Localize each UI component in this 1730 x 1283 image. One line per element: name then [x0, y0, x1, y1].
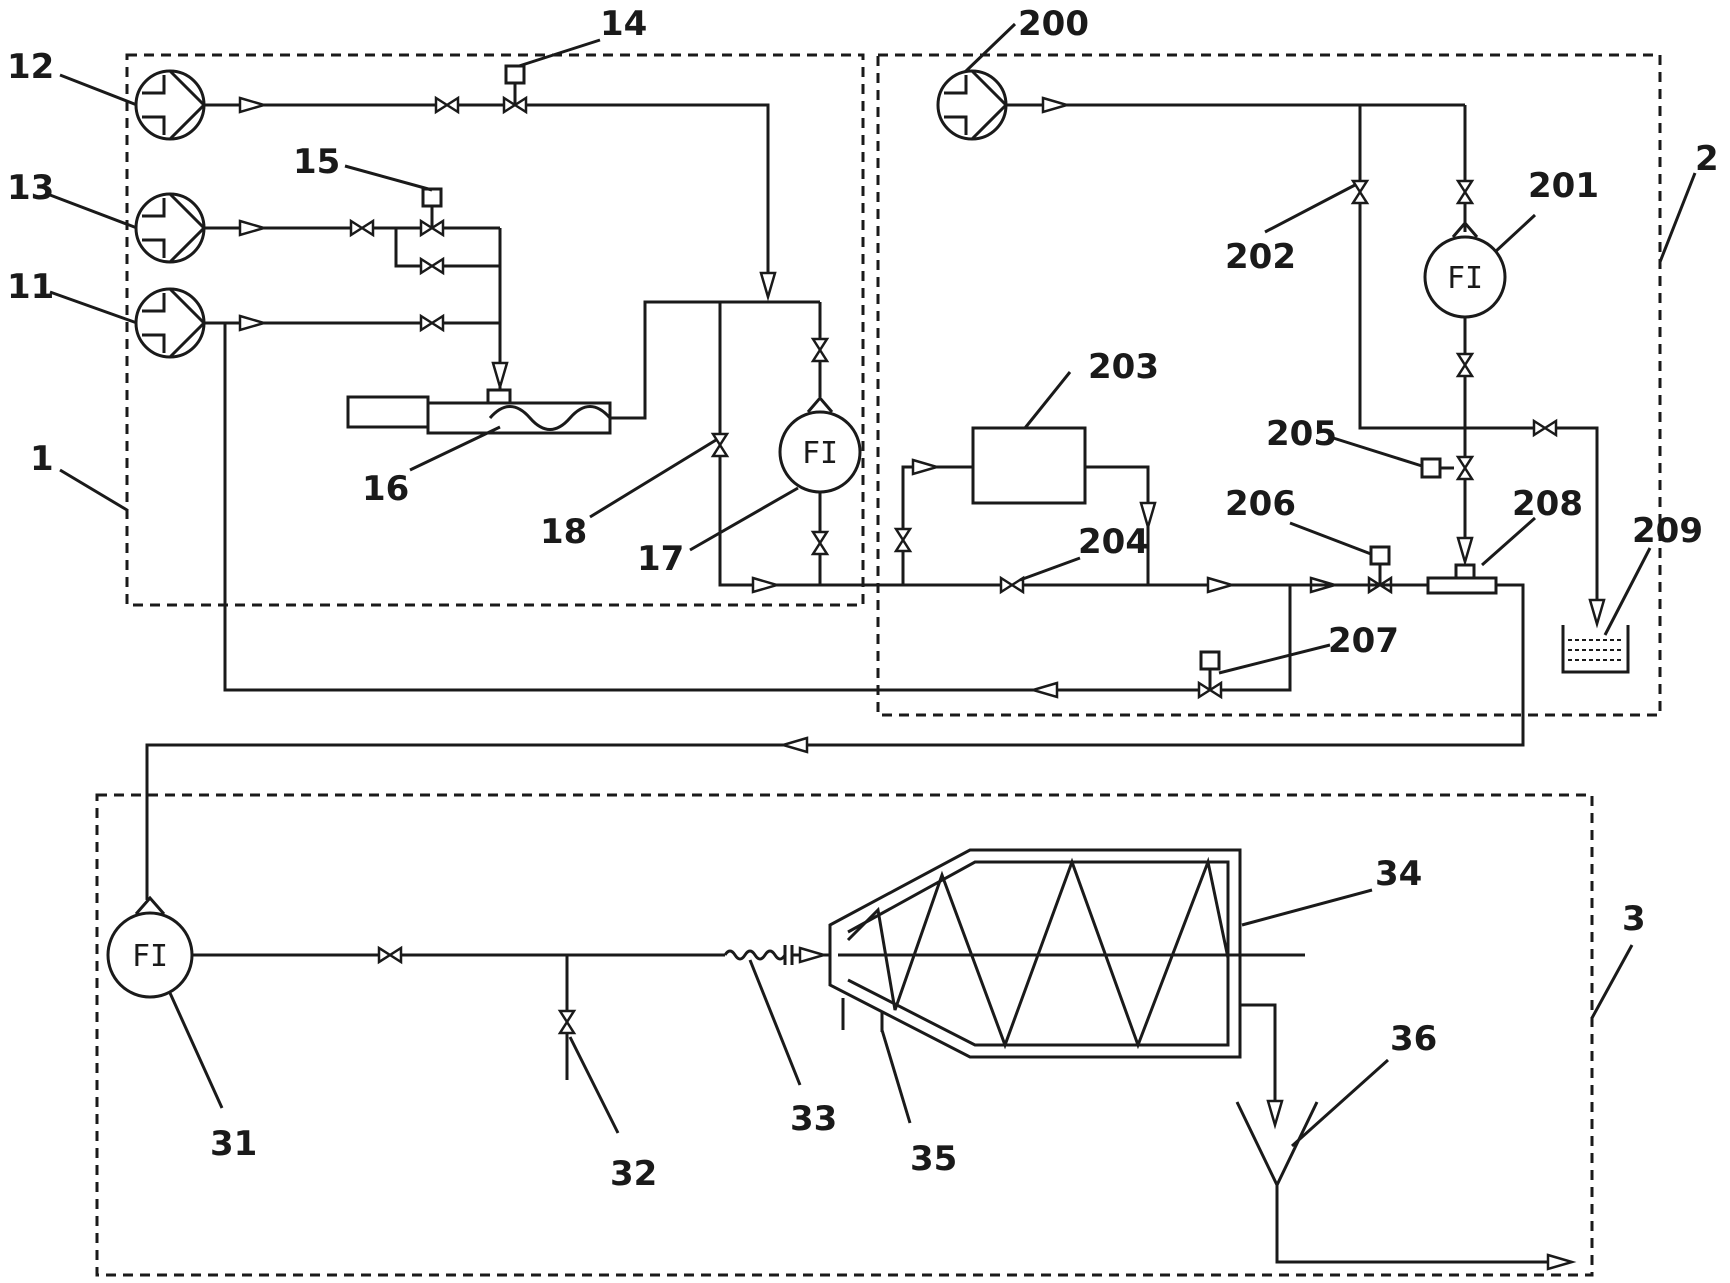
- label-17: 17: [637, 539, 684, 579]
- pump-200: [936, 69, 1008, 141]
- collection-tank-209: [1561, 625, 1630, 674]
- label-15: 15: [293, 142, 340, 182]
- control-valve-15: [419, 187, 445, 237]
- pump-12: [134, 69, 206, 141]
- label-11: 11: [7, 267, 54, 307]
- label-201: 201: [1528, 166, 1599, 206]
- unit-3-boundary: [95, 793, 1594, 1277]
- flexible-hose-33: [723, 945, 794, 965]
- flow-indicator-31: FI: [106, 895, 194, 999]
- screw-centrifuge-34: [828, 848, 1305, 1059]
- label-34: 34: [1375, 854, 1422, 894]
- svg-text:FI: FI: [802, 436, 838, 471]
- label-31: 31: [210, 1124, 257, 1164]
- label-1: 1: [30, 439, 54, 479]
- svg-text:FI: FI: [132, 939, 168, 974]
- label-14: 14: [600, 4, 647, 44]
- unit-203: [971, 426, 1087, 505]
- mixing-tee-208: [1426, 563, 1498, 595]
- label-207: 207: [1328, 621, 1399, 661]
- label-12: 12: [7, 47, 54, 87]
- label-205: 205: [1266, 414, 1337, 454]
- label-33: 33: [790, 1099, 837, 1139]
- label-2: 2: [1695, 139, 1719, 179]
- unit-2-boundary: [876, 53, 1662, 717]
- flow-indicator-17: FI: [778, 395, 862, 494]
- unit-1-boundary: [125, 53, 865, 607]
- label-209: 209: [1632, 511, 1703, 551]
- screw-mixer-16: [346, 382, 612, 435]
- label-16: 16: [362, 469, 409, 509]
- svg-text:FI: FI: [1447, 261, 1483, 296]
- control-valve-207: [1197, 650, 1223, 699]
- label-32: 32: [610, 1154, 657, 1194]
- label-200: 200: [1018, 4, 1089, 44]
- control-valve-14: [502, 64, 528, 114]
- label-18: 18: [540, 512, 587, 552]
- leader-lines: [49, 22, 1697, 1148]
- label-36: 36: [1390, 1019, 1437, 1059]
- label-35: 35: [910, 1139, 957, 1179]
- pump-11: [134, 287, 206, 359]
- pump-13: [134, 192, 206, 264]
- label-13: 13: [7, 168, 54, 208]
- sensor-205: [1420, 457, 1454, 479]
- control-valve-206: [1367, 545, 1393, 594]
- label-202: 202: [1225, 237, 1296, 277]
- label-203: 203: [1088, 347, 1159, 387]
- component-labels: 12 13 11 14 15 16 18 17 1 200 2 201 202 …: [7, 4, 1719, 1194]
- label-206: 206: [1225, 484, 1296, 524]
- flow-indicator-201: FI: [1423, 220, 1507, 319]
- label-3: 3: [1622, 899, 1646, 939]
- label-204: 204: [1078, 522, 1149, 562]
- label-208: 208: [1512, 484, 1583, 524]
